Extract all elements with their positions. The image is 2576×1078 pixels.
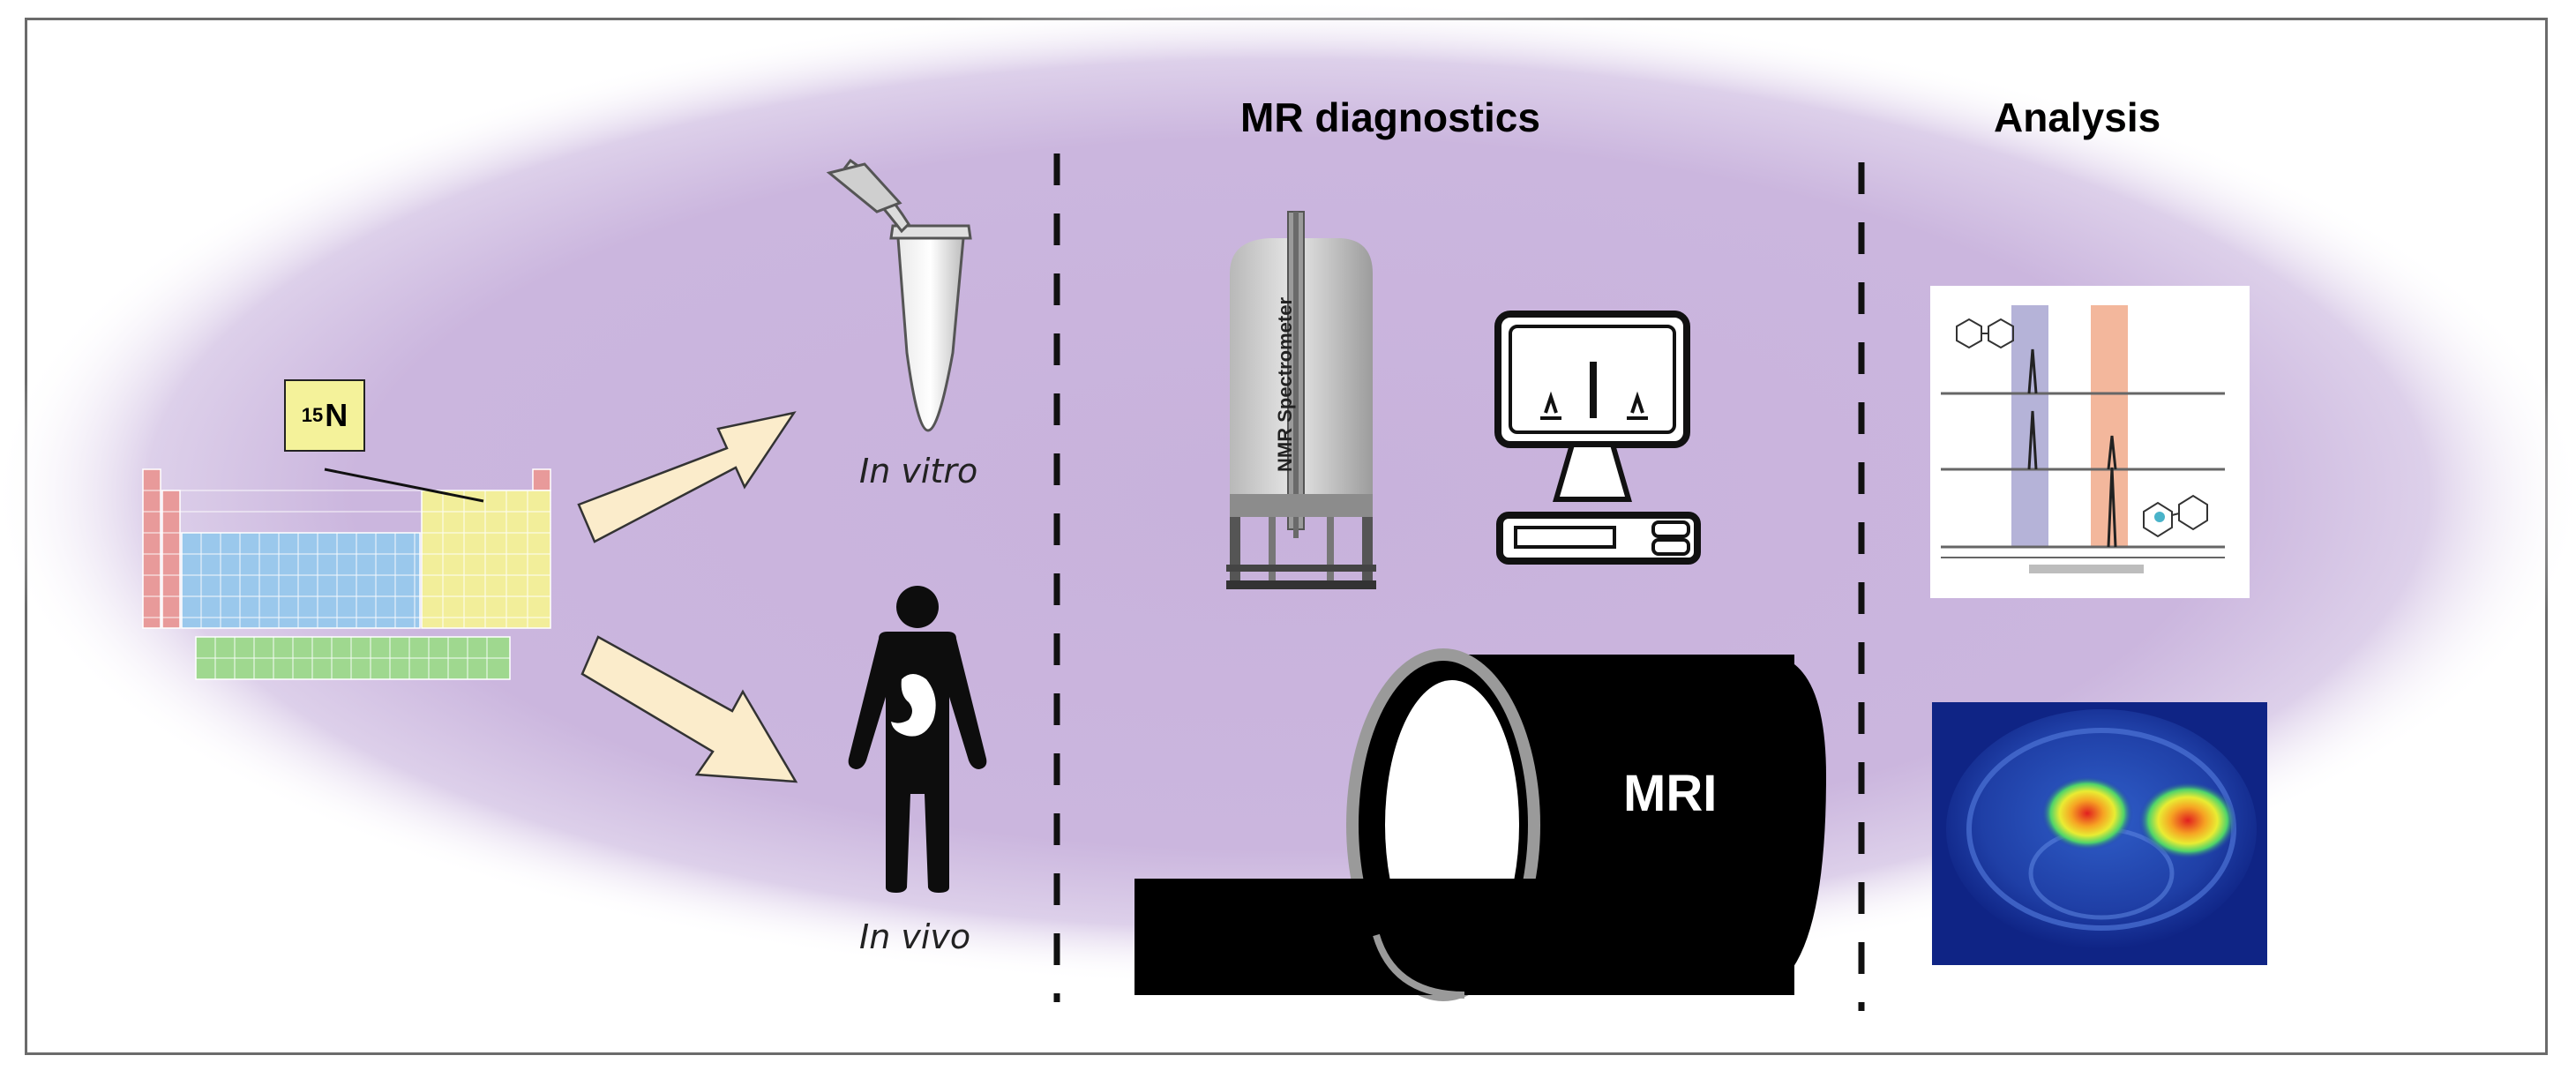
periodic-d-block <box>181 532 421 629</box>
arrow-down-icon <box>580 635 798 783</box>
molecule-top-icon <box>1956 318 2014 349</box>
molecule-bottom-icon <box>2143 494 2208 538</box>
stomach-icon <box>891 674 936 737</box>
element-symbol: N <box>325 397 348 433</box>
arrow-up-icon <box>577 411 797 543</box>
analysis-title: Analysis <box>1994 94 2161 140</box>
pointer-line <box>324 468 484 503</box>
in-vitro-label: In vitro <box>859 452 978 490</box>
n15-element-box: 15 N <box>284 379 365 452</box>
periodic-s-block-1 <box>142 468 161 629</box>
mr-diagnostics-title: MR diagnostics <box>1240 94 1540 140</box>
in-vivo-label: In vivo <box>859 917 971 956</box>
mass-number: 15 <box>301 404 324 426</box>
spectrum-highlight-purple <box>2011 305 2048 547</box>
mri-label: MRI <box>1623 765 1718 822</box>
